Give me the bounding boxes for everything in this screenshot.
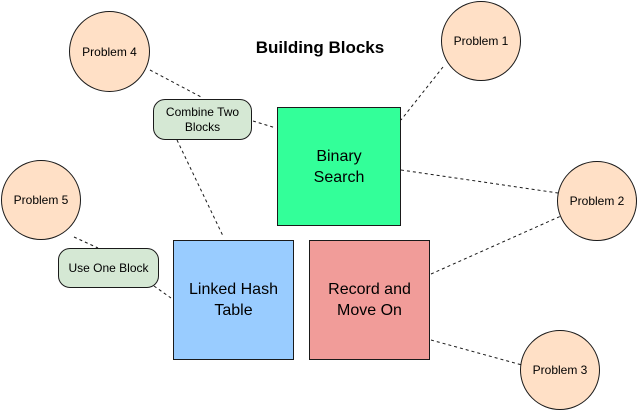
link-binary-problem2	[400, 169, 559, 194]
problem-1-node[interactable]: Problem 1	[441, 1, 521, 81]
link-problem5-useone	[73, 236, 99, 249]
combine-two-blocks-label-line2: Blocks	[184, 119, 221, 134]
record-and-move-on-label-line2: Move On	[337, 302, 402, 319]
problem-2-label: Problem 2	[569, 194, 625, 208]
problem-1-label: Problem 1	[453, 34, 509, 48]
binary-search-label-line2: Search	[313, 168, 365, 186]
problem-4-node[interactable]: Problem 4	[69, 11, 150, 92]
problem-3-node[interactable]: Problem 3	[520, 330, 600, 410]
link-record-problem3	[430, 339, 523, 366]
linked-hash-table-block[interactable]: Linked Hash Table	[173, 240, 294, 360]
problem-2-node[interactable]: Problem 2	[557, 161, 637, 241]
combine-two-blocks-connector[interactable]: Combine Two Blocks	[153, 99, 252, 140]
link-combine-hash	[176, 139, 224, 237]
link-record-problem2	[430, 215, 562, 275]
link-useone-hash	[153, 285, 172, 299]
record-and-move-on-label-line1: Record and	[328, 281, 411, 298]
combine-two-blocks-label-line1: Combine Two	[165, 104, 240, 119]
linked-hash-table-label-line1: Linked Hash	[189, 281, 278, 298]
binary-search-label-line1: Binary	[316, 147, 362, 165]
problem-5-label: Problem 5	[13, 193, 69, 207]
record-and-move-on-block[interactable]: Record and Move On	[309, 240, 430, 360]
problem-4-label: Problem 4	[82, 44, 137, 59]
link-problem4-combine	[149, 69, 204, 99]
problem-3-label: Problem 3	[532, 363, 588, 377]
linked-hash-table-label-line2: Table	[214, 302, 253, 319]
binary-search-block[interactable]: Binary Search	[277, 107, 401, 226]
diagram-title: Building Blocks	[255, 38, 385, 57]
link-combine-binary	[252, 120, 277, 129]
use-one-block-label: Use One Block	[68, 260, 149, 275]
link-problem1-binary	[400, 66, 444, 121]
problem-5-node[interactable]: Problem 5	[1, 160, 81, 240]
use-one-block-connector[interactable]: Use One Block	[58, 248, 159, 288]
